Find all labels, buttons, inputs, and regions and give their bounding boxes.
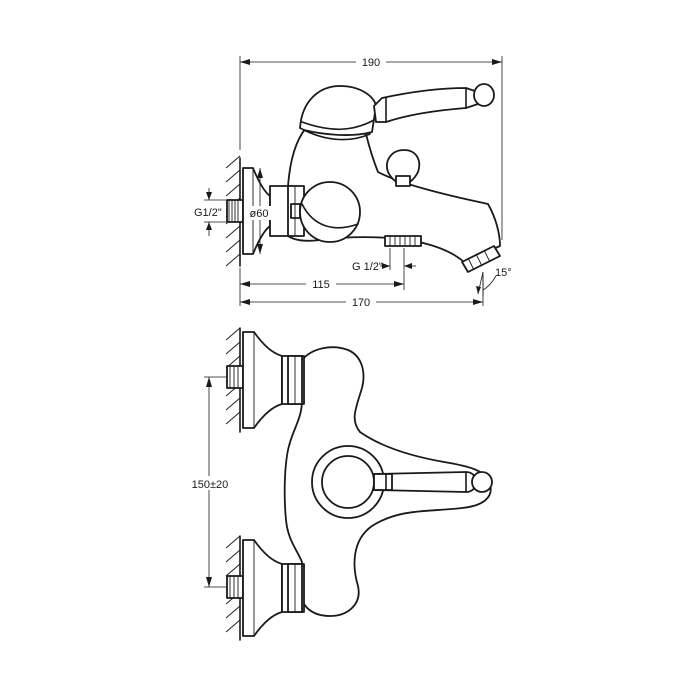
dim-spout-angle: 15° bbox=[476, 267, 512, 296]
lever-handle-side bbox=[373, 87, 479, 123]
dim-label-outlet: G 1/2" bbox=[352, 261, 383, 273]
dim-label-inlet: G1/2" bbox=[194, 207, 222, 219]
dim-outlet-thread: G 1/2" bbox=[352, 248, 416, 273]
dim-outlet-offset: 115 bbox=[239, 268, 405, 306]
dim-spout-length: 170 bbox=[240, 276, 484, 309]
dim-label-angle: 15° bbox=[495, 267, 512, 279]
side-view: 190 G1/2" ø60 G 1/2" bbox=[194, 54, 512, 309]
dim-label-190: 190 bbox=[362, 57, 380, 69]
dim-label-115: 115 bbox=[312, 279, 330, 291]
inlet-thread-bottom bbox=[226, 575, 244, 599]
dim-flange-diameter: ø60 bbox=[248, 168, 272, 254]
inlet-thread-side bbox=[226, 199, 244, 223]
cartridge-inner bbox=[321, 455, 375, 509]
cartridge-dome bbox=[299, 85, 377, 136]
hex-nut-detail bbox=[290, 203, 301, 219]
flange-top bbox=[242, 331, 283, 429]
dim-label-flange: ø60 bbox=[250, 208, 269, 220]
inlet-thread-top bbox=[226, 365, 244, 389]
shower-outlet-thread bbox=[384, 235, 422, 247]
flange-bottom bbox=[242, 539, 283, 637]
dim-inlet-thread: G1/2" bbox=[194, 188, 226, 236]
dim-centers-distance: 150±20 bbox=[186, 376, 234, 588]
dim-label-centers: 150±20 bbox=[192, 479, 229, 491]
front-view: 150±20 bbox=[186, 327, 493, 641]
dim-overall-width: 190 bbox=[239, 54, 503, 240]
mixer-ball-side bbox=[299, 181, 361, 243]
dim-label-170: 170 bbox=[352, 297, 370, 309]
lever-knob-side bbox=[473, 83, 495, 107]
lever-knob-front bbox=[471, 471, 493, 493]
